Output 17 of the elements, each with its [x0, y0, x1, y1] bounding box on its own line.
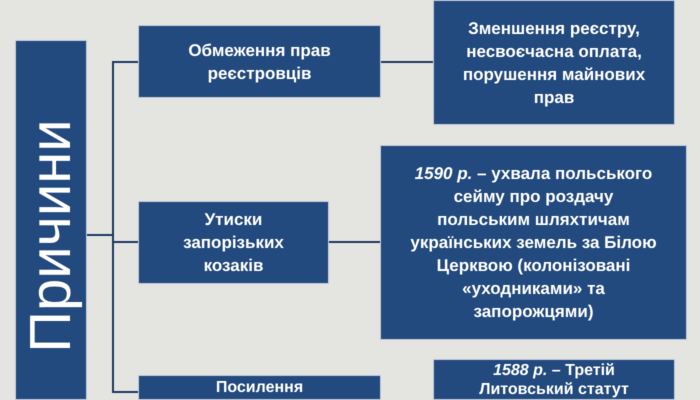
heading-box [15, 40, 87, 400]
vertical-heading: Причини [22, 119, 80, 353]
label-text: 1590 р. – ухвала польського сейму про роздачу польським шляхтичам українських земель за Білою Церквою (колонізовані «уходниками» та запорожцями) [409, 163, 658, 323]
detail-box [433, 0, 675, 125]
connector-line [329, 241, 380, 243]
label-text: Утиски запорізьких козаків [182, 209, 285, 277]
label-text: Обмеження прав реєстровців [187, 40, 332, 84]
cause-box [138, 375, 381, 400]
detail-box [380, 145, 687, 340]
label-text: Посилення [216, 378, 304, 397]
cause-box [138, 25, 381, 98]
connector-line [381, 61, 433, 63]
label-text: 1588 р. – Третій Литовський статут [478, 361, 630, 399]
cause-box [138, 201, 329, 284]
detail-box [433, 359, 675, 400]
connector-line [87, 234, 138, 393]
label-text: Зменшення реєстру, несвоєчасна оплата, порушення майнових прав [462, 18, 646, 108]
